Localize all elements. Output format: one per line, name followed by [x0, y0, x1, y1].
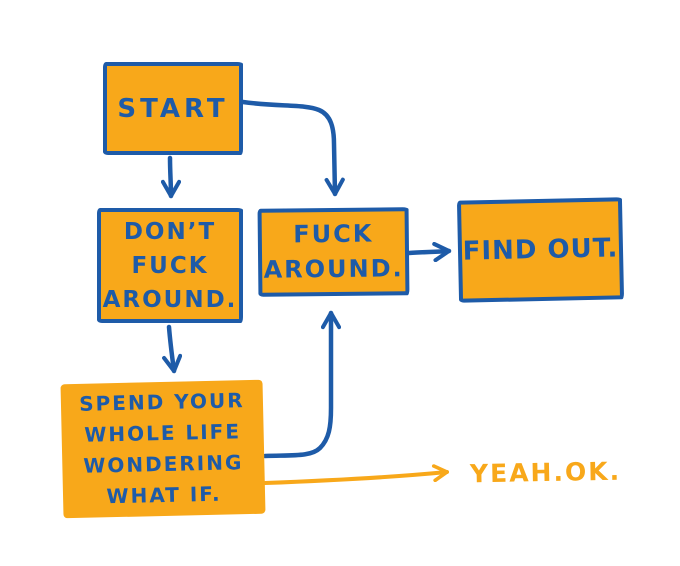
arrow-dont-fuck-around-to-spend [162, 324, 183, 374]
arrow-start-to-dont-fuck-around [160, 155, 182, 199]
spend-whole-life-node: SPEND YOUR WHOLE LIFE WONDERING WHAT IF. [60, 379, 266, 519]
node-line: WHOLE LIFE [84, 419, 242, 447]
find-out-label: FIND OUT. [462, 233, 619, 267]
fuck-around-node: FUCK AROUND. [257, 207, 410, 297]
node-line: DON’T [123, 218, 217, 245]
dont-fuck-around-node: DON’T FUCK AROUND. [97, 208, 243, 323]
node-line: AROUND. [263, 254, 404, 284]
node-line: AROUND. [102, 286, 238, 313]
arrow-spend-to-yeah-ok [263, 464, 449, 485]
arrow-fuck-around-to-find-out [406, 241, 452, 263]
arrow-spend-to-fuck-around [262, 310, 342, 459]
start-label: START [117, 93, 229, 124]
node-line: WHAT IF. [106, 481, 222, 509]
yeah-ok-label: YEAH.OK. [469, 456, 622, 489]
node-line: WONDERING [83, 450, 244, 478]
start-node: START [103, 62, 243, 155]
node-line: FUCK [131, 252, 209, 279]
arrow-start-to-fuck-around [240, 99, 345, 197]
find-out-node: FIND OUT. [456, 197, 625, 303]
node-line: FUCK [293, 219, 374, 249]
node-line: SPEND YOUR [78, 388, 245, 416]
